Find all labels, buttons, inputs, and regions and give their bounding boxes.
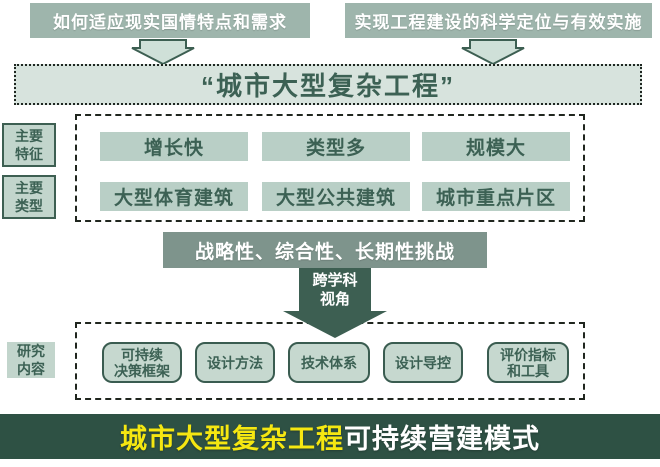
research-item-text: 设计方法 (207, 354, 263, 371)
side-label-main-types: 主要 类型 (2, 175, 56, 219)
type-item: 大型体育建筑 (100, 182, 248, 211)
side-label-text: 内容 (17, 361, 45, 377)
side-label-main-characteristics: 主要 特征 (2, 123, 56, 167)
type-item: 大型公共建筑 (262, 182, 410, 211)
research-item: 设计方法 (195, 342, 275, 383)
side-label-research-content: 研究 内容 (7, 342, 55, 378)
side-label-text: 研究 (17, 343, 45, 359)
perspective-arrow-text: 跨学科 (312, 272, 358, 289)
conclusion-highlight-text: 城市大型复杂工程 (120, 424, 344, 454)
type-item: 城市重点片区 (422, 182, 570, 211)
research-item: 设计导控 (383, 342, 463, 383)
down-arrow-icon (461, 39, 525, 65)
conclusion-bar: 城市大型复杂工程可持续营建模式 (0, 414, 660, 459)
research-item-text: 可持续 (121, 346, 163, 363)
characteristic-item: 增长快 (100, 132, 248, 161)
central-title-box: “城市大型复杂工程” (14, 64, 642, 105)
side-label-text: 类型 (15, 198, 43, 214)
perspective-arrow-label: 跨学科 视角 (299, 268, 371, 312)
research-item-text: 技术体系 (301, 354, 357, 371)
research-item: 可持续 决策框架 (102, 342, 182, 383)
side-label-text: 主要 (15, 128, 43, 144)
research-item-text: 评价指标 (500, 346, 556, 363)
challenge-bar: 战略性、综合性、长期性挑战 (163, 232, 487, 268)
side-label-text: 主要 (15, 180, 43, 196)
research-item: 技术体系 (288, 342, 370, 383)
characteristic-item: 规模大 (422, 132, 570, 161)
research-item-text: 和工具 (507, 362, 549, 379)
question-banner-left: 如何适应现实国情特点和需求 (30, 3, 310, 38)
research-item-text: 决策框架 (114, 362, 170, 379)
solid-down-arrow-icon (283, 311, 387, 338)
characteristic-item: 类型多 (262, 132, 410, 161)
research-item: 评价指标 和工具 (487, 342, 569, 383)
down-arrow-icon (131, 39, 195, 65)
question-banner-right: 实现工程建设的科学定位与有效实施 (345, 3, 652, 38)
conclusion-rest-text: 可持续营建模式 (344, 424, 540, 454)
features-types-group-box (75, 114, 585, 222)
perspective-arrow-text: 视角 (319, 291, 350, 308)
research-item-text: 设计导控 (395, 354, 451, 371)
side-label-text: 特征 (15, 146, 43, 162)
